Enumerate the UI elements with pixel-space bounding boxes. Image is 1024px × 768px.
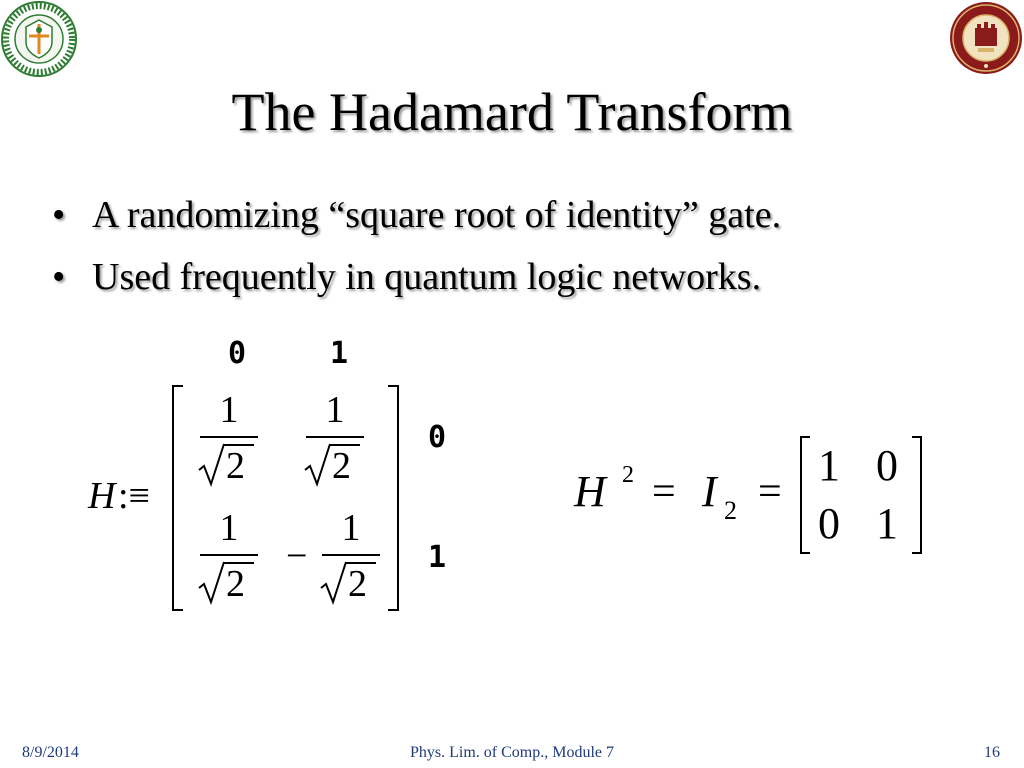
column-label-0: 0 [228, 336, 247, 371]
bullet-marker: • [52, 256, 66, 298]
identity-entry-0-1: 0 [876, 441, 898, 490]
matrix-entry-0-0: 1 2 [194, 390, 264, 490]
radical-bar [224, 562, 254, 564]
famu-seal-icon [1, 1, 77, 77]
exponent: 2 [622, 462, 634, 488]
equals-sign: = [652, 469, 676, 515]
radical-bar [330, 444, 360, 446]
fsu-seal-icon [950, 2, 1022, 74]
fraction-bar [322, 554, 380, 556]
footer-course: Phys. Lim. of Comp., Module 7 [409, 744, 614, 761]
bullet-item: • A randomizing “square root of identity… [52, 190, 992, 252]
fraction-bar [200, 436, 258, 438]
identity-entry-0-0: 1 [818, 441, 840, 490]
sqrt-sign-icon [320, 561, 347, 605]
radical-bar [346, 562, 376, 564]
bullet-list: • A randomizing “square root of identity… [52, 190, 992, 314]
column-label-1: 1 [330, 336, 349, 371]
footer-page-number: 16 [984, 744, 1000, 761]
identity-entry-1-0: 0 [818, 499, 840, 548]
entry-numerator: 1 [325, 389, 345, 431]
definition-operator: :≡ [118, 475, 150, 517]
entry-denominator: 2 [300, 442, 370, 488]
bullet-item: • Used frequently in quantum logic netwo… [52, 252, 992, 314]
slide-title: The Hadamard Transform [231, 82, 793, 142]
matrix-entry-0-1: 1 2 [300, 390, 370, 490]
entry-numerator: 1 [219, 389, 239, 431]
entry-denominator: 2 [194, 560, 264, 606]
equals-sign: = [758, 469, 782, 515]
entry-denominator: 2 [194, 442, 264, 488]
identity-brackets [800, 436, 922, 554]
bullet-text: Used frequently in quantum logic network… [92, 256, 762, 298]
footer-date: 8/9/2014 [22, 744, 79, 761]
sqrt-sign-icon [198, 443, 225, 487]
radicand: 2 [226, 445, 245, 487]
matrix-entry-1-1: 1 2 [316, 508, 386, 608]
radicand: 2 [226, 563, 245, 605]
radical-bar [224, 444, 254, 446]
radicand: 2 [348, 563, 367, 605]
identity-symbol: I [702, 467, 717, 516]
fsu-logo [948, 0, 1024, 76]
row-label-1: 1 [428, 540, 447, 575]
hadamard-symbol: H [88, 475, 116, 517]
minus-sign: − [286, 535, 308, 577]
sqrt-sign-icon [198, 561, 225, 605]
entry-numerator: 1 [341, 507, 361, 549]
identity-entry-1-1: 1 [876, 499, 898, 548]
radicand: 2 [332, 445, 351, 487]
famu-logo [0, 0, 78, 78]
fraction-bar [306, 436, 364, 438]
identity-subscript: 2 [724, 496, 737, 525]
entry-numerator: 1 [219, 507, 239, 549]
bullet-text: A randomizing “square root of identity” … [92, 194, 782, 236]
row-label-0: 0 [428, 420, 447, 455]
h-squared-symbol: H [574, 467, 606, 516]
sqrt-sign-icon [304, 443, 331, 487]
fraction-bar [200, 554, 258, 556]
hadamard-brackets [172, 385, 399, 611]
bullet-marker: • [52, 194, 66, 236]
entry-denominator: 2 [316, 560, 386, 606]
matrix-entry-1-0: 1 2 [194, 508, 264, 608]
